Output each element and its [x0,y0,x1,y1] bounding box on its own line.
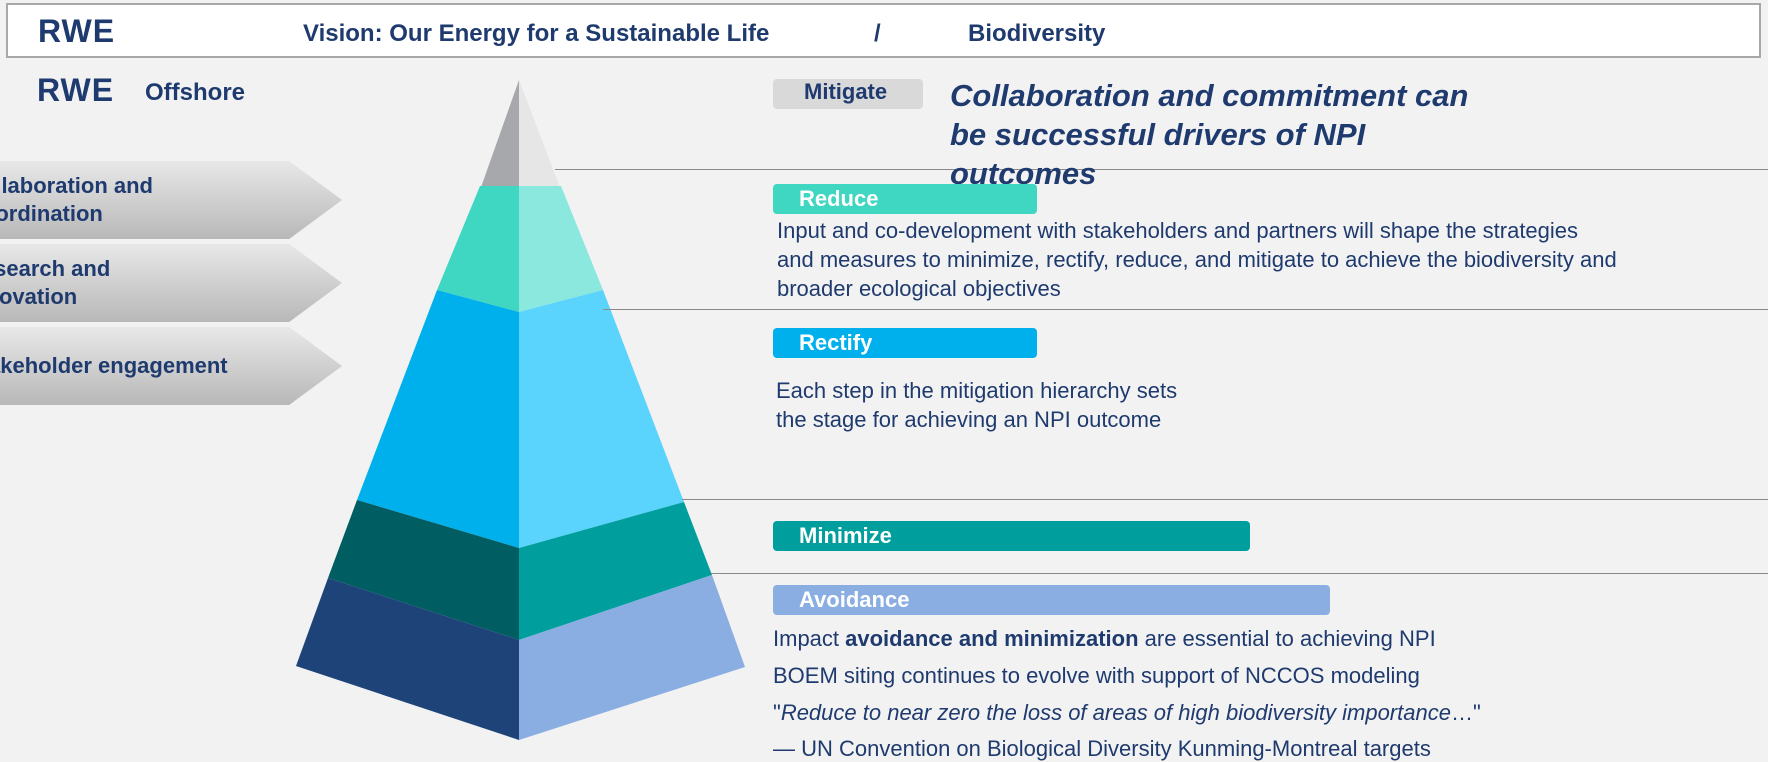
minimize-badge: Minimize [773,521,1250,551]
driver-label: Collaboration and Coordination [0,173,153,226]
reduce-badge: Reduce [773,184,1037,214]
avoidance-attribution: — UN Convention on Biological Diversity … [773,736,1431,761]
topic-title: Biodiversity [968,20,1106,47]
rwe-offshore-logo: RWE [37,72,115,108]
driver-chevron-research: Research and Innovation [0,244,342,322]
top-bar: RWE Vision: Our Energy for a Sustainable… [6,3,1761,58]
title-separator: / [874,20,881,47]
vision-title: Vision: Our Energy for a Sustainable Lif… [303,20,770,47]
reduce-label: Reduce [799,186,879,211]
reduce-text-line-3: broader ecological objectives [777,276,1061,301]
driver-chevron-collaboration: Collaboration and Coordination [0,161,342,239]
avoidance-line-1-pre: Impact [773,626,846,651]
headline: Collaboration and commitment can be succ… [950,78,1469,191]
driver-chevron-stakeholder: Stakeholder engagement [0,327,342,405]
divider-mitigate [555,169,1768,170]
divider-rectify [682,499,1768,500]
offshore-label: Offshore [145,79,246,106]
avoidance-line-1-post: are essential to achieving NPI [1138,626,1436,651]
divider-minimize [711,573,1768,574]
avoidance-badge: Avoidance [773,585,1330,615]
pyramid-reduce-right [519,186,603,312]
pyramid-reduce-left [437,186,519,312]
mitigate-badge: Mitigate [773,79,923,109]
pyramid-mitigate-left [480,80,519,190]
avoidance-line-2: BOEM siting continues to evolve with sup… [773,663,1420,688]
pyramid-minimize-left [328,500,519,640]
reduce-text-line-2: and measures to minimize, rectify, reduc… [777,247,1617,272]
avoidance-quote: "Reduce to near zero the loss of areas o… [773,700,1481,726]
pyramid-avoidance-left [296,578,519,740]
divider-reduce [603,309,1768,310]
rectify-label: Rectify [799,330,873,355]
pyramid-rectify-right [519,290,684,548]
driver-label: Research and Innovation [0,256,111,309]
pyramid-avoidance-right [519,575,745,740]
rectify-badge: Rectify [773,328,1037,358]
rectify-text-line-1: Each step in the mitigation hierarchy se… [776,378,1178,403]
avoidance-line-1: Impact avoidance and minimization are es… [773,626,1436,652]
reduce-text-line-1: Input and co-development with stakeholde… [777,218,1579,243]
mitigation-hierarchy-pyramid [296,80,745,740]
minimize-label: Minimize [799,523,892,548]
quote-open: " [773,700,781,725]
quote-close: …" [1450,700,1481,725]
pyramid-minimize-right [519,502,712,640]
mitigate-label: Mitigate [804,79,888,104]
quote-italic: Reduce to near zero the loss of areas of… [780,700,1451,725]
rectify-text-line-2: the stage for achieving an NPI outcome [776,407,1162,432]
pyramid-rectify-left [357,290,519,548]
avoidance-label: Avoidance [799,587,910,612]
rwe-logo: RWE [38,13,116,49]
pyramid-mitigate-right [519,80,561,190]
driver-label: Stakeholder engagement [0,353,228,378]
avoidance-line-1-bold: avoidance and minimization [845,626,1139,651]
